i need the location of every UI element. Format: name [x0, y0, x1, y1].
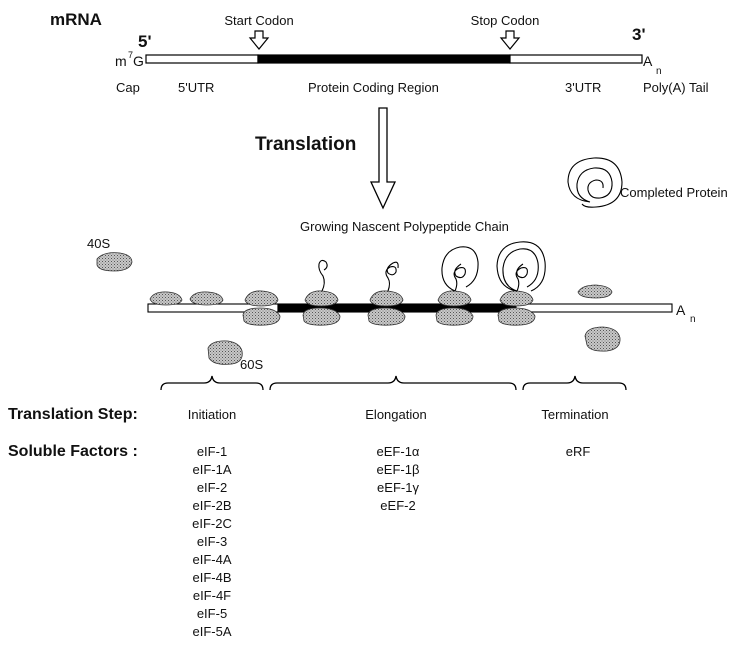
- nascent-chain: [318, 259, 328, 292]
- utr5-label: 5'UTR: [178, 80, 214, 95]
- completed-protein-label: Completed Protein: [620, 185, 728, 200]
- mrna-schematic: mRNA 5' 3' m 7 G A n Start Codon Stop Co…: [50, 10, 709, 95]
- poly-a-subscript: n: [656, 66, 662, 77]
- nascent-chain: [385, 261, 399, 292]
- poly-a-tail-label: Poly(A) Tail: [643, 80, 709, 95]
- large-subunit-label: 60S: [240, 357, 263, 372]
- start-codon-arrow-icon: [248, 30, 270, 50]
- scanning-40s-subunit: [189, 291, 224, 306]
- factor-item: eEF-1γ: [377, 480, 419, 495]
- factor-item: eEF-1β: [377, 462, 420, 477]
- factor-item: eEF-2: [380, 498, 415, 513]
- step-initiation: Initiation: [188, 407, 236, 422]
- poly-a-label: A: [643, 53, 653, 69]
- small-subunit-label: 40S: [87, 236, 110, 251]
- ribosome-elongating: [302, 259, 341, 326]
- released-40s-subunit: [577, 284, 613, 299]
- ribosome-elongating: [435, 246, 479, 326]
- factor-item: eIF-4B: [192, 570, 231, 585]
- initiation-factors: eIF-1 eIF-1A eIF-2 eIF-2B eIF-2C eIF-3 e…: [192, 444, 232, 639]
- down-arrow-icon: [369, 107, 397, 210]
- factor-item: eIF-3: [197, 534, 227, 549]
- stop-codon-label: Stop Codon: [471, 13, 540, 28]
- factor-item: eIF-4A: [192, 552, 231, 567]
- coding-region-label: Protein Coding Region: [308, 80, 439, 95]
- factor-item: eIF-5A: [192, 624, 231, 639]
- polysome-illustration: 40S A n: [87, 157, 728, 372]
- utr3-label: 3'UTR: [565, 80, 601, 95]
- nascent-chain-label: Growing Nascent Polypeptide Chain: [300, 219, 509, 234]
- free-40s-subunit: [96, 252, 133, 272]
- nascent-chain: [441, 246, 479, 292]
- cap-m-label: m: [115, 53, 127, 69]
- cap-label: Cap: [116, 80, 140, 95]
- three-prime-label: 3': [632, 25, 646, 44]
- cap-superscript: 7: [128, 50, 133, 60]
- polysome-poly-a: A: [676, 302, 686, 318]
- coding-region-segment: [257, 54, 511, 64]
- polysome-mrna-3prime: [515, 303, 673, 313]
- factor-item: eIF-2B: [192, 498, 231, 513]
- scanning-40s-subunit: [149, 291, 183, 306]
- cap-g-label: G: [133, 53, 144, 69]
- ribosome-elongating: [496, 241, 546, 326]
- five-prime-label: 5': [138, 32, 152, 51]
- released-60s-subunit: [584, 326, 621, 352]
- nascent-chain: [496, 241, 546, 292]
- translation-label: Translation: [255, 134, 356, 155]
- factor-item: eIF-2C: [192, 516, 232, 531]
- completed-protein: [567, 157, 623, 208]
- step-termination: Termination: [541, 407, 608, 422]
- termination-brace: [522, 375, 627, 391]
- step-elongation: Elongation: [365, 407, 426, 422]
- elongation-brace: [269, 375, 517, 391]
- elongation-factors: eEF-1α eEF-1β eEF-1γ eEF-2: [377, 444, 420, 513]
- polysome-poly-a-subscript: n: [690, 314, 696, 325]
- ribosome-initiating: [242, 290, 281, 326]
- initiation-brace: [160, 375, 264, 391]
- factor-item: eIF-1: [197, 444, 227, 459]
- translation-arrow: Translation: [255, 107, 397, 210]
- free-60s-subunit: [207, 340, 243, 365]
- start-codon-label: Start Codon: [224, 13, 293, 28]
- step-braces: [160, 375, 627, 391]
- termination-factors: eRF: [566, 444, 591, 459]
- soluble-factors-header: Soluble Factors :: [8, 443, 138, 460]
- stop-codon-arrow-icon: [499, 30, 521, 50]
- mrna-title: mRNA: [50, 10, 102, 29]
- factor-item: eIF-4F: [193, 588, 231, 603]
- factor-item: eIF-1A: [192, 462, 231, 477]
- factor-item: eRF: [566, 444, 591, 459]
- translation-step-header: Translation Step:: [8, 406, 138, 423]
- factor-item: eEF-1α: [377, 444, 420, 459]
- factor-item: eIF-5: [197, 606, 227, 621]
- utr5-segment: [145, 54, 259, 64]
- utr3-segment: [509, 54, 643, 64]
- factor-item: eIF-2: [197, 480, 227, 495]
- factor-table: Translation Step: Soluble Factors : Init…: [8, 406, 609, 639]
- ribosome-elongating: [367, 261, 406, 326]
